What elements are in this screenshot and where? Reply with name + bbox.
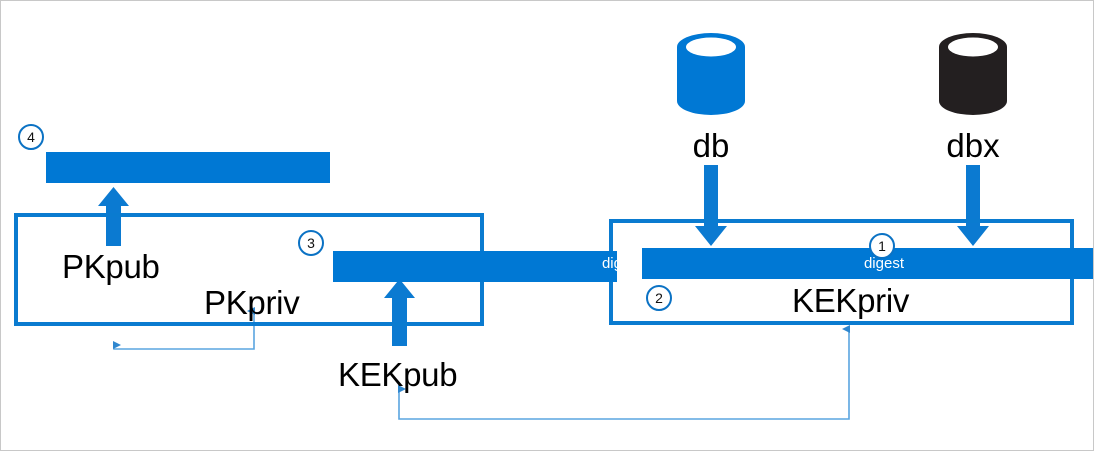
connector-kekpriv-to-kekpub	[398, 325, 850, 420]
arrow-db-to-digest	[695, 165, 727, 246]
dbx-cylinder-icon	[939, 33, 1007, 115]
step-circle-3: 3	[298, 230, 324, 256]
label-pkpub: PKpub	[62, 248, 160, 285]
label-kekpub: KEKpub	[338, 356, 458, 393]
dbx-label: dbx	[946, 127, 1000, 164]
db-label: db	[692, 127, 730, 164]
label-kekpriv: KEKpriv	[792, 282, 910, 319]
step-circle-1: 1	[869, 233, 895, 259]
digest-box-3: digest	[293, 251, 617, 282]
label-pkpriv: PKpriv	[204, 284, 300, 321]
digest-box-4: digest	[6, 152, 330, 183]
arrow-dbx-to-digest	[957, 165, 989, 246]
step-circle-2: 2	[646, 285, 672, 311]
arrow-kekpub-to-digest	[384, 279, 415, 346]
db-cylinder-icon	[677, 33, 745, 115]
step-circle-4: 4	[18, 124, 44, 150]
connector-pkpub-feedback	[113, 307, 255, 350]
digest-box-1: digest	[864, 248, 1093, 279]
